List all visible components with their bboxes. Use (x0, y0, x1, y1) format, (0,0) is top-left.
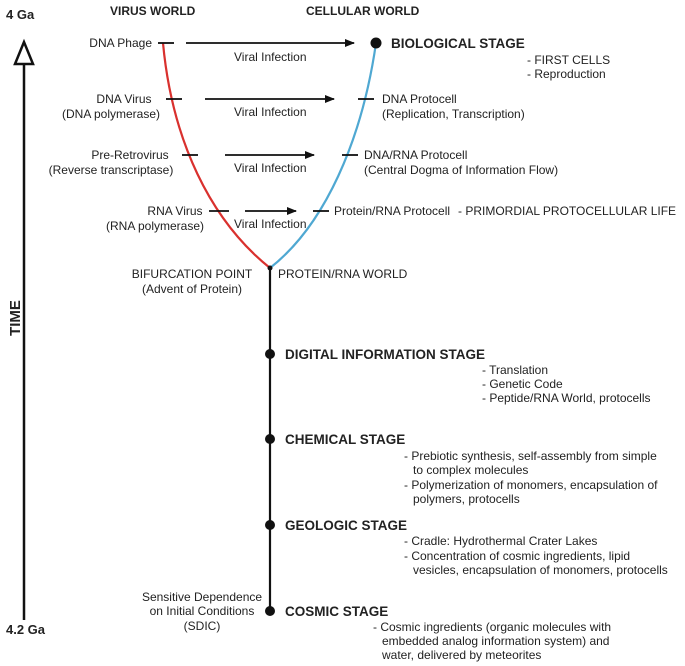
viral-infection-label-2: Viral Infection (234, 105, 307, 119)
geologic-bullet-2: - Concentration of cosmic ingredients, l… (404, 549, 630, 563)
biological-stage-title: BIOLOGICAL STAGE (391, 36, 525, 51)
sdic-label-1: Sensitive Dependence (142, 590, 262, 604)
cellular-world-header: CELLULAR WORLD (306, 4, 420, 18)
protein-rna-protocell-label: Protein/RNA Protocell (334, 204, 450, 218)
dna-virus-label: DNA Virus (96, 92, 151, 106)
cosmic-bullet-1-cont2: water, delivered by meteorites (381, 648, 541, 662)
dna-protocell-sub: (Replication, Transcription) (382, 107, 525, 121)
reproduction-bullet: - Reproduction (527, 67, 606, 81)
digital-bullet-1: - Translation (482, 363, 548, 377)
geologic-bullet-2-cont: vesicles, encapsulation of monomers, pro… (413, 563, 668, 577)
dna-virus-sub: (DNA polymerase) (62, 107, 160, 121)
protein-rna-world-label: PROTEIN/RNA WORLD (278, 267, 408, 281)
time-axis-label: TIME (7, 300, 24, 336)
first-cells-bullet: - FIRST CELLS (527, 53, 610, 67)
chemical-bullet-2-cont: polymers, protocells (413, 492, 520, 506)
cell-branch (269, 42, 378, 269)
dna-rna-protocell-label: DNA/RNA Protocell (364, 148, 467, 162)
cosmic-bullet-1: - Cosmic ingredients (organic molecules … (373, 620, 611, 634)
biological-stage-dot (370, 37, 382, 49)
digital-stage-title: DIGITAL INFORMATION STAGE (285, 347, 485, 362)
viral-infection-label-3: Viral Infection (234, 161, 307, 175)
bifurcation-sub: (Advent of Protein) (142, 282, 242, 296)
time-bottom-label: 4.2 Ga (6, 622, 46, 637)
chemical-bullet-1-cont: to complex molecules (413, 463, 528, 477)
geologic-stage-title: GEOLOGIC STAGE (285, 518, 407, 533)
dna-phage-label: DNA Phage (89, 36, 152, 50)
cosmic-bullet-1-cont: embedded analog information system) and (382, 634, 609, 648)
dna-protocell-label: DNA Protocell (382, 92, 457, 106)
sdic-label-2: on Initial Conditions (150, 604, 255, 618)
pre-retrovirus-sub: (Reverse transcriptase) (49, 163, 174, 177)
bifurcation-label: BIFURCATION POINT (132, 267, 253, 281)
virus-world-header: VIRUS WORLD (110, 4, 196, 18)
time-top-label: 4 Ga (6, 7, 35, 22)
time-arrow-head (13, 38, 35, 66)
rna-virus-label: RNA Virus (147, 204, 202, 218)
chemical-stage-dot (265, 434, 275, 444)
geologic-stage-dot (265, 520, 275, 530)
cosmic-stage-title: COSMIC STAGE (285, 604, 388, 619)
rna-virus-sub: (RNA polymerase) (106, 219, 204, 233)
geologic-bullet-1: - Cradle: Hydrothermal Crater Lakes (404, 534, 597, 548)
dna-rna-protocell-sub: (Central Dogma of Information Flow) (364, 163, 558, 177)
primordial-life-label: - PRIMORDIAL PROTOCELLULAR LIFE (458, 204, 676, 218)
pre-retrovirus-label: Pre-Retrovirus (91, 148, 168, 162)
sdic-label-3: (SDIC) (184, 619, 221, 633)
cosmic-stage-dot (265, 606, 275, 616)
digital-bullet-2: - Genetic Code (482, 377, 563, 391)
chemical-bullet-2: - Polymerization of monomers, encapsulat… (404, 478, 658, 492)
viral-infection-label-4: Viral Infection (234, 217, 307, 231)
bifurcation-dot (267, 265, 273, 271)
chemical-stage-title: CHEMICAL STAGE (285, 432, 405, 447)
digital-bullet-3: - Peptide/RNA World, protocells (482, 391, 651, 405)
chemical-bullet-1: - Prebiotic synthesis, self-assembly fro… (404, 449, 657, 463)
digital-stage-dot (265, 349, 275, 359)
branch-ticks (158, 42, 374, 212)
virus-branch (161, 42, 271, 269)
viral-infection-label-1: Viral Infection (234, 50, 307, 64)
